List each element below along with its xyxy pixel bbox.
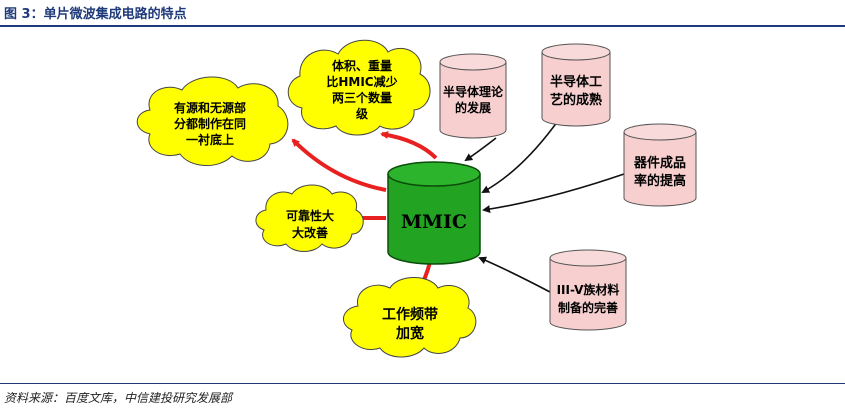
driver-material: III-V族材料 制备的完善: [549, 249, 627, 331]
driver-material-line-1: III-V族材料: [557, 282, 620, 297]
driver-yield: 器件成品 率的提高: [623, 123, 697, 207]
figure-source: 资料来源：百度文库，中信建投研究发展部: [4, 391, 233, 405]
source-rule: [0, 383, 845, 384]
cloud-reliability-line-2: 大改善: [292, 225, 328, 240]
cloud-reliability-line-1: 可靠性大: [286, 208, 334, 223]
cloud-size-line-3: 两三个数量: [332, 90, 392, 105]
driver-theory-line-2: 的发展: [455, 100, 491, 115]
input-arrows: [464, 117, 625, 293]
cloud-size-line-4: 级: [356, 106, 368, 121]
driver-process: 半导体工 艺的成熟: [541, 43, 611, 127]
mmic-label: MMIC: [401, 211, 467, 233]
cloud-integration-line-3: 一衬底上: [186, 132, 234, 147]
arrow-to-integration: [291, 138, 387, 192]
driver-yield-line-2: 率的提高: [634, 173, 686, 189]
arrow-from-yield: [482, 173, 625, 214]
mmic-diagram: MMIC 体积、重量 比HMIC减少 两三个数量 级 有源和无源部 分都制作在同…: [136, 39, 697, 358]
arrow-from-material: [478, 256, 551, 293]
figure-title: 图 3：单片微波集成电路的特点: [4, 7, 187, 22]
arrow-from-theory: [464, 137, 497, 162]
cloud-bandwidth-line-2: 加宽: [395, 325, 424, 342]
driver-process-line-1: 半导体工: [550, 74, 602, 90]
cloud-integration-line-1: 有源和无源部: [174, 100, 246, 115]
driver-yield-line-1: 器件成品: [633, 155, 686, 171]
cloud-size-line-2: 比HMIC减少: [326, 74, 397, 89]
cloud-bandwidth-line-1: 工作频带: [382, 306, 438, 323]
arrow-to-size: [380, 131, 438, 160]
cloud-size-line-1: 体积、重量: [332, 58, 392, 73]
cloud-reliability: 可靠性大 大改善: [255, 184, 364, 252]
driver-theory: 半导体理论 的发展: [439, 53, 507, 139]
driver-material-line-2: 制备的完善: [558, 300, 618, 315]
diagram-canvas: MMIC 体积、重量 比HMIC减少 两三个数量 级 有源和无源部 分都制作在同…: [118, 30, 730, 380]
driver-theory-line-1: 半导体理论: [443, 84, 504, 99]
cloud-integration: 有源和无源部 分都制作在同 一衬底上: [136, 76, 289, 167]
title-rule: [0, 25, 845, 27]
cloud-integration-line-2: 分都制作在同: [174, 116, 246, 131]
cloud-bandwidth: 工作频带 加宽: [343, 277, 477, 358]
mmic-cylinder: MMIC: [387, 161, 481, 265]
driver-process-line-2: 艺的成熟: [550, 92, 602, 108]
cloud-size: 体积、重量 比HMIC减少 两三个数量 级: [287, 39, 431, 136]
arrow-from-process: [481, 117, 561, 193]
